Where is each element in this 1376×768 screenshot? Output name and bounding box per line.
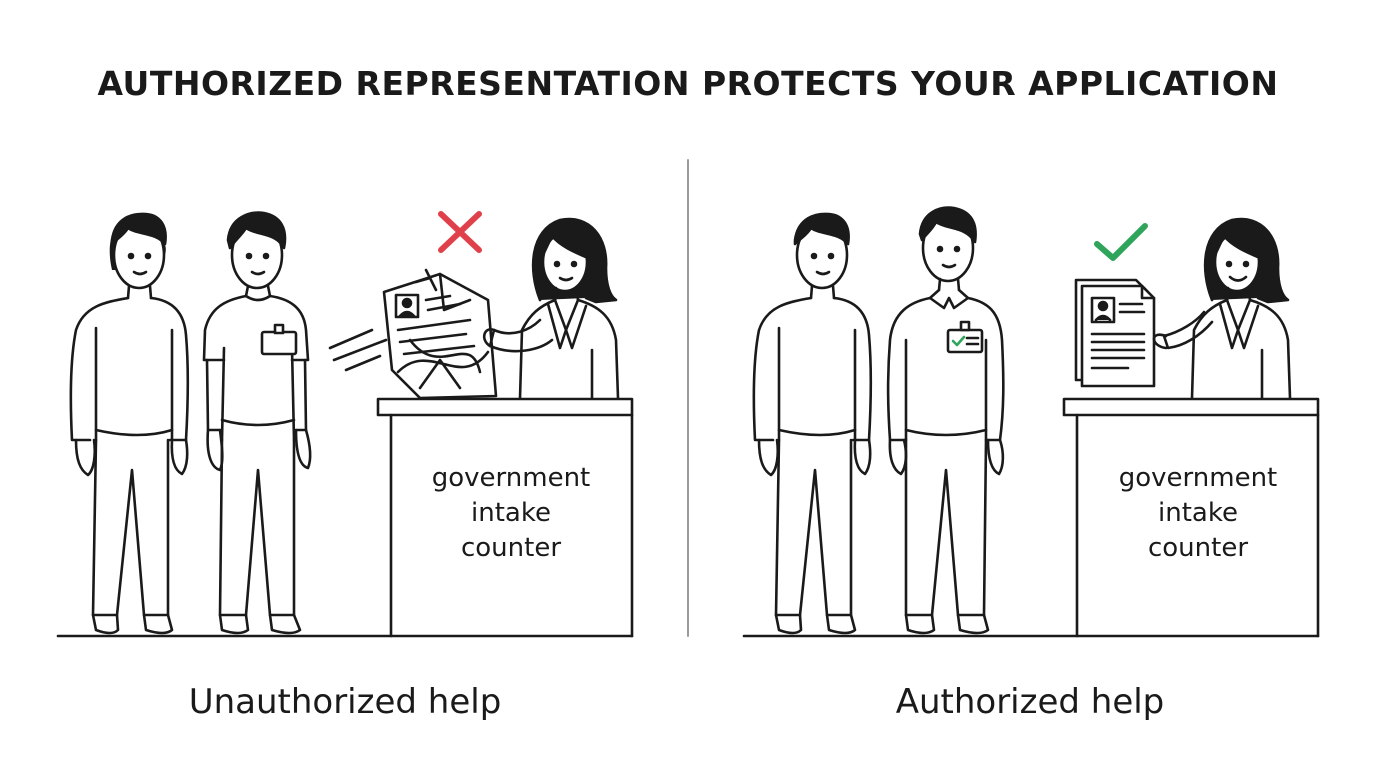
authorized-representative-figure xyxy=(886,206,1005,635)
clerk-figure xyxy=(482,217,620,400)
blank-badge-icon xyxy=(260,330,298,356)
verified-badge-icon xyxy=(946,320,984,354)
left-panel-art xyxy=(56,211,634,638)
caption-authorized: Authorized help xyxy=(895,682,1165,722)
intake-counter-desk xyxy=(1062,397,1320,638)
desk-label-right: government intake counter xyxy=(1118,463,1278,563)
clerk-figure xyxy=(1152,217,1292,400)
checkmark-icon xyxy=(1094,223,1148,261)
desk-label-left: government intake counter xyxy=(431,463,591,563)
applicant-figure xyxy=(752,212,873,635)
motion-lines xyxy=(328,328,388,372)
intake-counter-desk xyxy=(376,397,634,638)
applicant-figure xyxy=(69,212,190,635)
unauthorized-helper-figure xyxy=(202,211,312,635)
approved-document-icon xyxy=(1074,278,1156,388)
rejected-document-icon xyxy=(382,268,498,400)
caption-unauthorized: Unauthorized help xyxy=(188,682,502,722)
x-mark-icon xyxy=(438,211,482,253)
right-panel-art xyxy=(742,206,1320,638)
page-title: AUTHORIZED REPRESENTATION PROTECTS YOUR … xyxy=(97,64,1279,103)
